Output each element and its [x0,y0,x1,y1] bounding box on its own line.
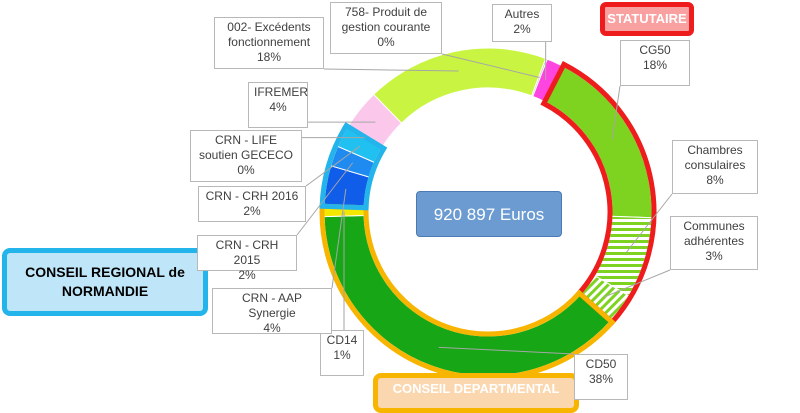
slice-label-name: Chambres consulaires [684,143,746,172]
group-tag-conseil-departmental: CONSEIL DEPARTMENTAL [373,373,579,413]
slice-label-percent: 18% [256,50,282,64]
leader-line [441,53,540,78]
slice-label-percent: 2% [243,204,261,218]
slice-label-percent: 0% [377,35,395,49]
group-tag-statutaire: STATUTAIRE [600,2,694,36]
leader-line [323,68,459,72]
slice-label-percent: 8% [706,173,724,187]
slice-label-name: 002- Excédents fonctionnement [227,20,311,49]
slice-label-name: CRN - LIFE soutien GECECO [198,133,294,162]
slice-label-name: CD50 [585,357,617,371]
leader-line [331,188,347,289]
leader-line [625,193,673,253]
leader-lines [296,42,673,355]
slice-label-percent: 3% [705,249,723,263]
leader-line [604,269,671,298]
slice-label-name: CG50 [639,43,671,57]
slice-label-percent: 38% [588,372,614,386]
slice-label-name: CRN - CRH 2015 [215,238,279,267]
slice-label-percent: 4% [269,100,287,114]
leader-line [305,145,361,187]
slice-label-name: 758- Produit de gestion courante [341,5,431,34]
group-tag-conseil-regional: CONSEIL REGIONAL de NORMANDIE [2,248,208,316]
slice-label-percent: 4% [263,321,281,335]
slice-label-percent: 2% [238,268,256,282]
leader-line [296,162,354,236]
slice-label-percent: 1% [333,348,351,362]
slice-label-percent: 0% [237,163,255,177]
leader-line [611,85,621,140]
slice-label-name: CRN - AAP Synergie [241,291,302,320]
slice-002-exc-dents-fonctionnement [372,47,547,124]
slice-label-name: CD14 [326,333,358,347]
slice-label-percent: 18% [642,58,668,72]
total-amount: 920 897 Euros [416,191,562,237]
outline-conseil-regional [319,122,388,211]
slice-758-produit-de-gestion-courante [530,57,548,98]
slice-label-name: Autres [504,7,540,21]
slice-label-percent: 2% [513,22,531,36]
slice-label-name: CRN - CRH 2016 [205,189,299,203]
slice-label-name: IFREMER [254,85,308,99]
leader-line [438,346,575,355]
slice-label-name: Communes adhérentes [683,219,745,248]
